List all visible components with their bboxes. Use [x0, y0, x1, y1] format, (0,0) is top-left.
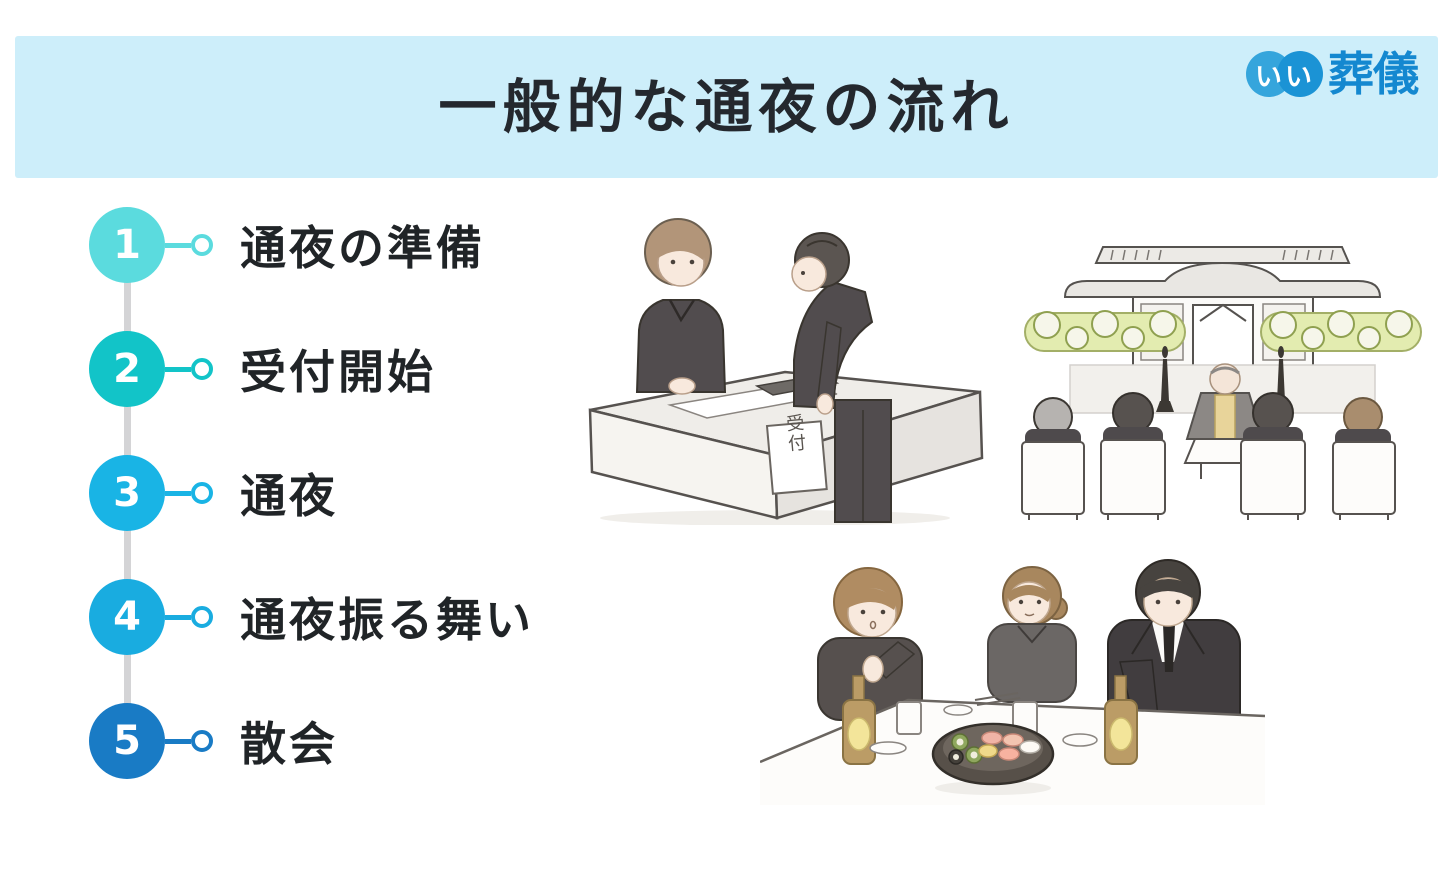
candlestick-left [1156, 346, 1174, 412]
step-number-badge: 5 [89, 703, 165, 779]
reception-sign: 受付 [765, 413, 828, 495]
logo-circles-icon: いい [1246, 51, 1324, 97]
step-number-badge: 1 [89, 207, 165, 283]
step-ring-icon [191, 358, 213, 380]
step-row-1: 1 通夜の準備 [89, 207, 485, 283]
cup-left [896, 701, 922, 735]
step-row-4: 4 通夜振る舞い [89, 579, 534, 655]
step-row-5: 5 散会 [89, 703, 338, 779]
step-label: 通夜の準備 [240, 221, 485, 275]
step-row-2: 2 受付開始 [89, 331, 436, 407]
step-ring-icon [191, 482, 213, 504]
mourner-seated-1 [1021, 397, 1085, 520]
small-plates [869, 704, 1098, 755]
sushi-platter [931, 722, 1055, 795]
roof-hatching [1110, 249, 1334, 261]
header-band: 一般的な通夜の流れ いい 葬儀 [15, 36, 1438, 178]
step-label: 通夜 [240, 469, 338, 523]
mourner-seated-2 [1100, 392, 1166, 520]
bottle-left [842, 675, 876, 765]
reception-sign-text: 受付 [783, 413, 807, 455]
step-label: 受付開始 [240, 345, 436, 399]
step-number-badge: 4 [89, 579, 165, 655]
brand-logo: いい 葬儀 [1246, 47, 1419, 101]
step-tick-line [165, 366, 191, 372]
flower-garland-right [1260, 310, 1422, 352]
woman-middle-figure [987, 566, 1077, 703]
step-tick-line [165, 242, 191, 248]
step-ring-icon [191, 730, 213, 752]
woman-left-figure [817, 567, 923, 721]
page-title: 一般的な通夜の流れ [438, 73, 1015, 141]
step-label: 散会 [240, 717, 338, 771]
step-tick-line [165, 614, 191, 620]
flower-garland-left [1024, 310, 1186, 352]
step-tick-line [165, 490, 191, 496]
step-number-badge: 3 [89, 455, 165, 531]
wake-ceremony-illustration [1021, 246, 1422, 520]
logo-circle-right [1277, 51, 1323, 97]
step-tick-line [165, 738, 191, 744]
step-label: 通夜振る舞い [240, 593, 534, 647]
bowing-guest-figure [791, 232, 892, 523]
wake-meal-illustration [760, 559, 1265, 805]
step-ring-icon [191, 606, 213, 628]
step-row-3: 3 通夜 [89, 455, 338, 531]
bottle-right [1104, 675, 1138, 765]
receptionist-figure [635, 218, 727, 395]
logo-ii-text: いい [1255, 61, 1315, 93]
mourner-seated-3 [1240, 392, 1306, 520]
step-ring-icon [191, 234, 213, 256]
altar-door [1192, 304, 1254, 368]
mourner-seated-4 [1332, 397, 1396, 520]
logo-sougi-text: 葬儀 [1328, 47, 1419, 101]
chopsticks [974, 692, 1021, 706]
reception-scene-illustration: 受付 [588, 218, 984, 525]
step-number-badge: 2 [89, 331, 165, 407]
